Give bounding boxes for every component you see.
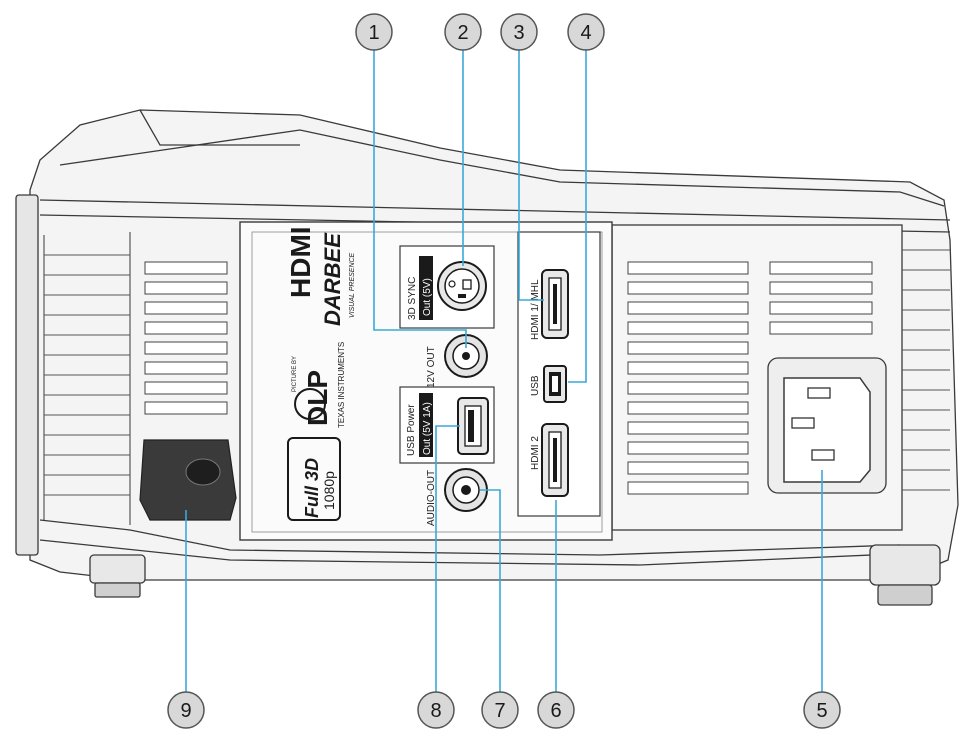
mini-usb-port: USB bbox=[530, 365, 567, 403]
callout-7: 7 bbox=[481, 691, 519, 729]
left-vent-louvres bbox=[144, 261, 228, 415]
callout-4: 4 bbox=[567, 13, 605, 51]
leader-line-8 bbox=[435, 425, 460, 692]
ir-receiver-icon bbox=[185, 458, 221, 486]
callout-circle-4 bbox=[567, 13, 605, 51]
leader-lines bbox=[185, 50, 823, 692]
res-1080p-text: 1080p bbox=[321, 471, 337, 510]
callout-circle-1 bbox=[355, 13, 393, 51]
hdmi-darbee-logos: HDMI DARBEE VISUAL PRESENCE bbox=[285, 226, 356, 326]
left-side-fins bbox=[44, 254, 130, 496]
callout-circle-8 bbox=[417, 691, 455, 729]
iec-c14-socket-icon bbox=[783, 377, 871, 483]
callout-number-4: 4 bbox=[580, 22, 591, 44]
callout-circle-9 bbox=[167, 691, 205, 729]
hdmi2-port: HDMI 2 bbox=[530, 423, 569, 497]
callout-number-3: 3 bbox=[513, 22, 524, 44]
12v-out-label: 12V OUT bbox=[426, 346, 437, 388]
darbee-tagline: VISUAL PRESENCE bbox=[349, 252, 356, 318]
audio-out-jack: AUDIO-OUT bbox=[426, 468, 488, 526]
callout-circle-6 bbox=[537, 691, 575, 729]
leader-line-3 bbox=[518, 50, 544, 301]
hdmi1-label: HDMI 1/ MHL bbox=[530, 279, 541, 340]
usb-power-port: USB Power Out (5V 1A) bbox=[399, 386, 495, 464]
callout-1: 1 bbox=[355, 13, 393, 51]
full3d-text: Full 3D bbox=[302, 458, 322, 518]
callout-9: 9 bbox=[167, 691, 205, 729]
full3d-logo-group: Full 3D 1080p bbox=[287, 437, 341, 521]
dlp-logo: DLP bbox=[302, 370, 333, 426]
callout-circle-2 bbox=[444, 13, 482, 51]
callout-number-9: 9 bbox=[180, 700, 191, 722]
callout-number-6: 6 bbox=[550, 700, 561, 722]
3d-sync-label: 3D SYNC bbox=[407, 277, 418, 320]
callout-number-7: 7 bbox=[494, 700, 505, 722]
ir-receiver bbox=[139, 439, 237, 521]
callout-number-1: 1 bbox=[368, 22, 379, 44]
dlp-logo-group: PICTURE BY DLP TEXAS INSTRUMENTS bbox=[292, 342, 346, 428]
darbee-logo: DARBEE bbox=[320, 232, 345, 326]
hdmi-logo: HDMI bbox=[285, 226, 316, 298]
ac-power-socket bbox=[767, 357, 887, 494]
audio-out-label: AUDIO-OUT bbox=[426, 470, 437, 526]
usb-power-out-label: Out (5V 1A) bbox=[422, 402, 433, 455]
right-side-fins bbox=[902, 249, 950, 491]
callout-circle-5 bbox=[803, 691, 841, 729]
callout-bubbles: 1 2 3 4 5 6 7 8 9 bbox=[167, 13, 841, 729]
ti-logo: TEXAS INSTRUMENTS bbox=[337, 342, 346, 428]
callout-2: 2 bbox=[444, 13, 482, 51]
usb-power-label: USB Power bbox=[406, 404, 417, 456]
callout-circle-7 bbox=[481, 691, 519, 729]
leader-line-1 bbox=[373, 50, 467, 348]
hdmi1-mhl-port: HDMI 1/ MHL bbox=[530, 269, 569, 340]
usb-label: USB bbox=[530, 375, 541, 396]
3d-sync-out-label: Out (5V) bbox=[422, 278, 433, 316]
callout-6: 6 bbox=[537, 691, 575, 729]
right-vent-louvres bbox=[627, 261, 873, 495]
hdmi2-label: HDMI 2 bbox=[530, 436, 541, 470]
callout-5: 5 bbox=[803, 691, 841, 729]
callout-number-8: 8 bbox=[430, 700, 441, 722]
leader-line-7 bbox=[480, 489, 501, 692]
callout-3: 3 bbox=[500, 13, 538, 51]
dlp-small-text: PICTURE BY bbox=[292, 356, 298, 392]
callout-8: 8 bbox=[417, 691, 455, 729]
callout-circle-3 bbox=[500, 13, 538, 51]
3d-sync-port: 3D SYNC Out (5V) bbox=[399, 245, 495, 329]
leader-line-4 bbox=[568, 50, 587, 383]
callout-number-5: 5 bbox=[816, 700, 827, 722]
callout-number-2: 2 bbox=[457, 22, 468, 44]
12v-out-jack: 12V OUT bbox=[426, 334, 488, 388]
